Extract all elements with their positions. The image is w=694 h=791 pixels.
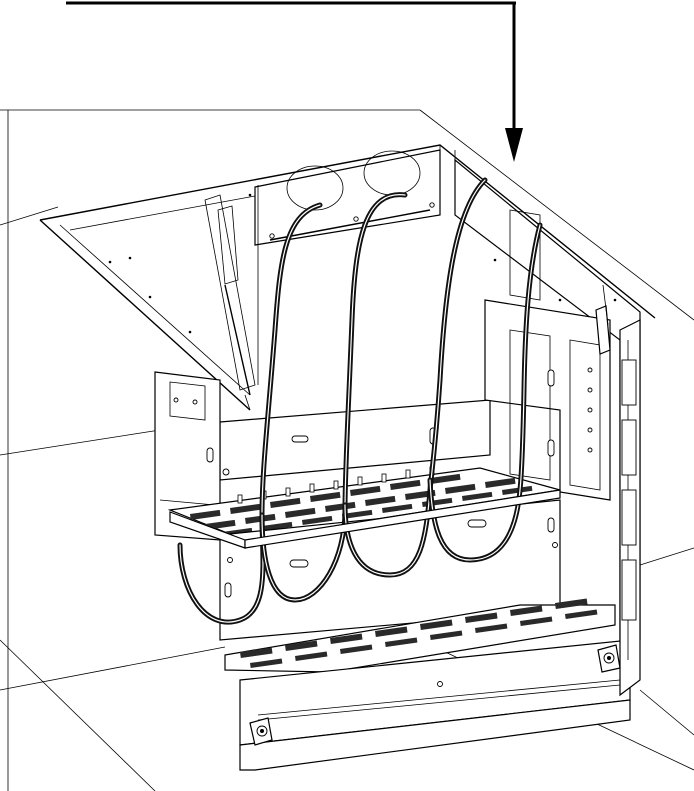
upper-tray-left-bracket: [154, 371, 221, 541]
right-front-post: [619, 319, 641, 697]
left-cable-guide: [204, 185, 259, 411]
upper-tray-back: [219, 399, 491, 481]
rear-wall: [254, 149, 441, 246]
fiber-cable-2: [259, 192, 408, 603]
down-arrow-icon: [505, 128, 523, 162]
bottom-rail: [239, 639, 631, 771]
ceiling-grid: [0, 109, 694, 791]
upper-tray-front-lip: [169, 489, 561, 549]
callout-leader: [66, 1, 516, 140]
lower-tray-floor: [224, 598, 616, 673]
latch-right: [597, 644, 621, 673]
cable-clip-upper-right: [595, 284, 611, 355]
latch-left: [249, 717, 273, 746]
upper-tray-right-bracket: [484, 299, 611, 501]
fiber-cable-4: [427, 222, 543, 563]
fiber-cable-1: [177, 202, 323, 625]
